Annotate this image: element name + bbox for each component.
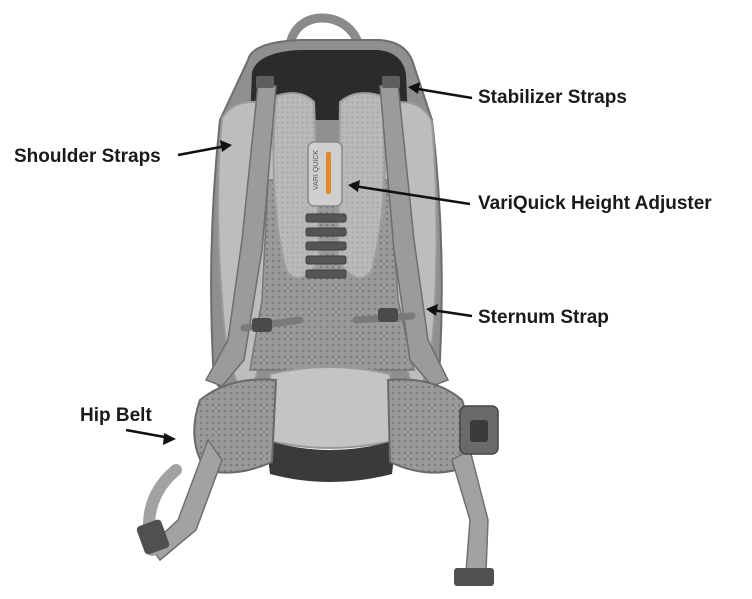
height-adjuster-ladder <box>305 213 347 279</box>
arrowhead-variquick <box>348 180 360 192</box>
power-switch <box>470 420 488 442</box>
arrow-stabilizer <box>411 86 473 100</box>
sternum-buckle-left <box>252 318 272 332</box>
label-stabilizer-straps: Stabilizer Straps <box>478 87 627 108</box>
variquick-tag-text: VARI QUICK <box>313 150 320 190</box>
label-shoulder-straps: Shoulder Straps <box>14 146 161 167</box>
arrow-shoulder <box>177 144 227 157</box>
arrowhead-stabilizer <box>408 82 420 94</box>
arrowhead-hipbelt <box>163 433 176 445</box>
arrow-hipbelt <box>125 428 171 440</box>
sternum-buckle-right <box>378 308 398 322</box>
backpack-illustration: VARI QUICK <box>136 13 499 586</box>
label-sternum-strap: Sternum Strap <box>478 307 609 328</box>
left-hip-buckle <box>136 519 170 555</box>
variquick-tag <box>307 141 343 207</box>
right-hip-strap <box>451 448 489 573</box>
right-hip-buckle <box>454 568 494 586</box>
variquick-tag-stripe <box>326 152 331 194</box>
lumbar-pad <box>264 366 398 449</box>
arrowhead-sternum <box>426 304 438 316</box>
right-shoulder-strap <box>379 83 450 387</box>
right-upper-pad <box>336 92 386 279</box>
label-variquick-height-adjuster: VariQuick Height Adjuster <box>478 193 712 214</box>
arrow-sternum <box>431 308 473 318</box>
arrowhead-shoulder <box>220 140 232 152</box>
callout-arrows <box>125 82 473 445</box>
carry-handle <box>285 13 365 57</box>
left-hip-strap <box>149 438 223 562</box>
left-stabilizer-buckle <box>256 76 274 88</box>
lower-canister <box>266 440 396 482</box>
label-hip-belt: Hip Belt <box>80 405 152 426</box>
arrow-variquick <box>353 184 471 206</box>
right-stabilizer-buckle <box>382 76 400 88</box>
